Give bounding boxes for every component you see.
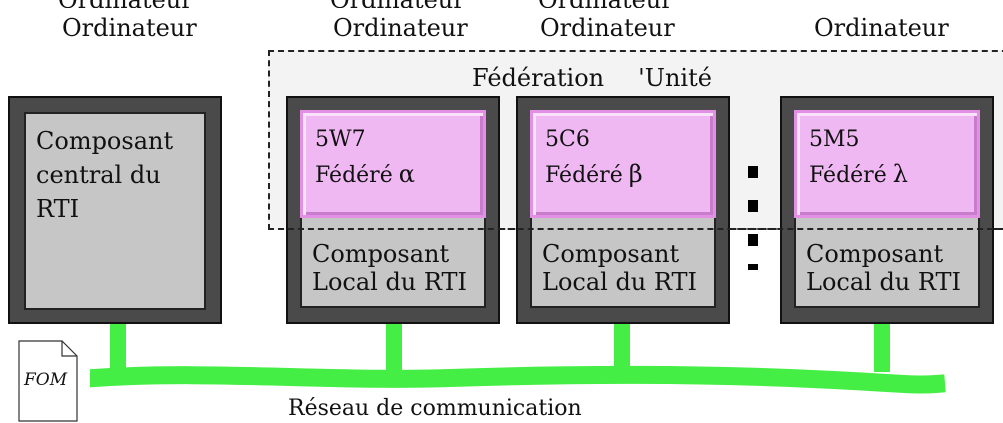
- computer-label-4: Ordinateur: [814, 14, 949, 42]
- computer-label-3: Ordinateur: [540, 14, 675, 42]
- federation-title: Fédération 'Unité: [472, 64, 712, 92]
- central-component-text: Composant central du RTI: [36, 127, 174, 223]
- local-rti-text: Composant Local du RTI: [806, 240, 962, 296]
- network-bus: [90, 366, 946, 394]
- network-drop-3: [874, 322, 890, 372]
- greek-symbol: α: [398, 160, 415, 188]
- fom-document-icon: [18, 340, 78, 422]
- fom-label: FOM: [24, 370, 68, 390]
- federation-title-left: Fédération: [472, 64, 605, 92]
- federate-code: 5W7: [315, 127, 366, 152]
- clipped-top-text: Ordinateur: [330, 0, 465, 8]
- computer-label-1: Ordinateur: [62, 14, 197, 42]
- local-rti-text: Composant Local du RTI: [312, 240, 468, 296]
- federation-title-right: 'Unité: [638, 64, 712, 92]
- federate-code: 5M5: [809, 127, 860, 152]
- network-label: Réseau de communication: [288, 396, 582, 421]
- greek-symbol: β: [628, 160, 643, 188]
- clipped-top-text: Ordinateur: [538, 0, 673, 8]
- network-drop-1: [386, 322, 402, 372]
- greek-symbol: λ: [892, 160, 908, 188]
- federate-code: 5C6: [545, 127, 590, 152]
- federation-boundary-line: [268, 228, 1003, 230]
- computer-label-2: Ordinateur: [333, 14, 468, 42]
- central-screen: Composant central du RTI: [24, 112, 206, 310]
- clipped-top-text: Ordinateur: [58, 0, 193, 8]
- network-drop-2: [614, 322, 630, 372]
- central-computer: Composant central du RTI: [8, 96, 222, 324]
- local-rti-text: Composant Local du RTI: [542, 240, 698, 296]
- ellipsis-dots: [748, 160, 760, 280]
- network-drop-central: [110, 322, 126, 372]
